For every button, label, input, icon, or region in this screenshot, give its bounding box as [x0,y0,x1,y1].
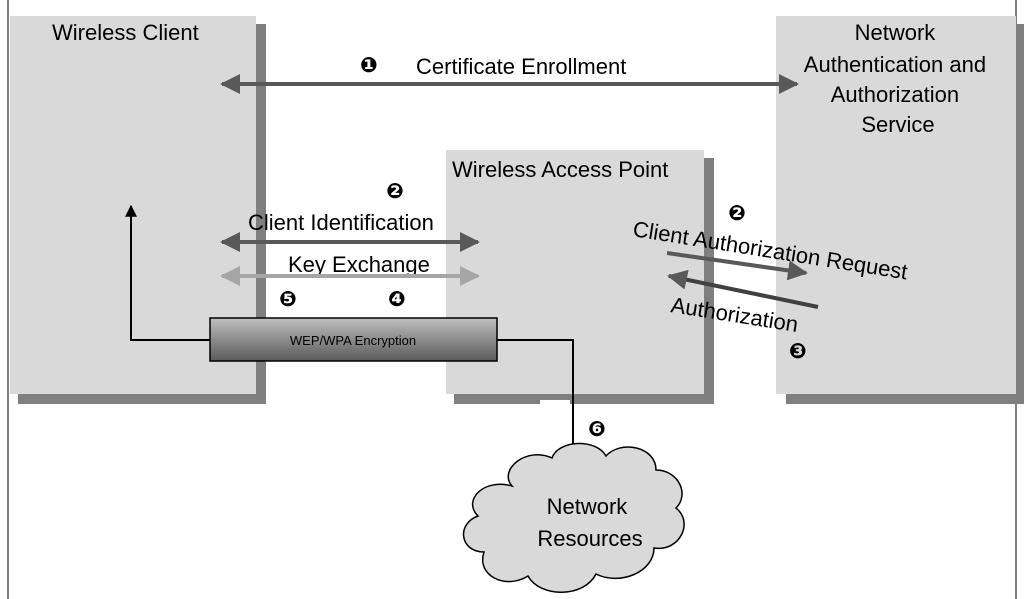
step-4-marker: ❹ [388,287,406,311]
network-resources-label: Network Resources [537,494,642,551]
step-3-marker: ❸ [789,339,807,363]
client-return-arrow [125,204,210,341]
network-resources-line-1: Network [547,494,629,519]
step-1-marker: ❶ [360,53,378,77]
connector-gap [540,400,570,406]
step-2-marker-client: ❷ [386,179,404,203]
auth-service-box [776,16,1024,404]
network-resources-line-2: Resources [537,526,642,551]
wireless-client-label: Wireless Client [52,20,199,45]
authorization-arrow [667,269,819,309]
step-2-marker-request: ❷ [728,201,746,225]
auth-service-line-1: Network [855,20,937,45]
auth-service-line-3: Authorization [831,82,959,107]
client-identification-label: Client Identification [248,210,434,235]
step-6-marker: ❻ [588,417,606,441]
step-5-marker: ❺ [279,287,297,311]
encryption-bar-label: WEP/WPA Encryption [290,333,416,348]
access-point-label: Wireless Access Point [452,157,668,182]
auth-service-label: Network Authentication and Authorization… [804,20,992,137]
network-resources-cloud [462,442,685,593]
auth-service-line-2: Authentication and [804,52,986,77]
auth-service-line-4: Service [861,112,934,137]
key-exchange-label: Key Exchange [288,252,430,277]
certificate-enrollment-label: Certificate Enrollment [416,54,626,79]
authorization-request-arrow [666,251,808,281]
network-resources-arrow [497,339,579,462]
